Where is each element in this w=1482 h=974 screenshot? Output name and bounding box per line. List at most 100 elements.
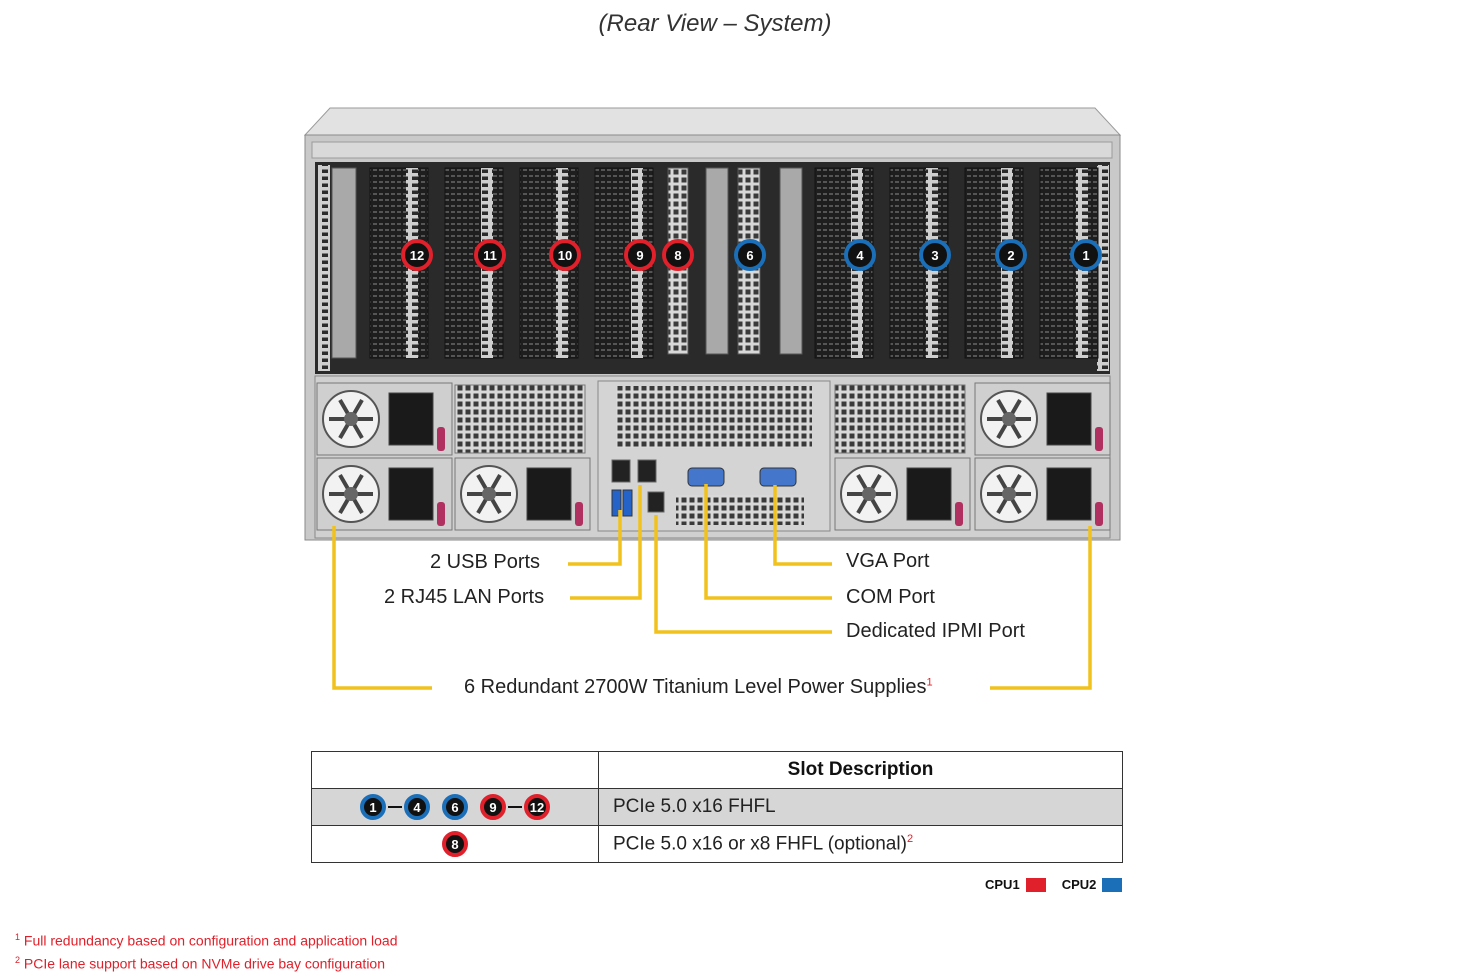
psu-footnote-mark: 1 [926,676,933,689]
slot-badge-ring [474,239,506,271]
slot-badge: 1 [360,794,386,820]
cpu2-swatch [1102,877,1123,892]
view-title: (Rear View – System) [598,10,832,37]
psu-fan-hub [862,487,876,501]
table-header: Slot Description [598,751,1123,789]
pcie-slot-brackets [331,167,1099,359]
psu-fan-hub [1002,487,1016,501]
vga-port-label: VGA Port [846,550,930,572]
psu-handle [1095,427,1103,451]
slot-description-table: Slot Description 1 4 6 9 12 PCIe 5.0 x16… [311,751,1123,863]
slot-badge-ring [662,239,694,271]
slot-badge-ring [995,239,1027,271]
psu-power-inlet [526,467,572,521]
psu-handle [575,502,583,526]
psu-power-inlet [388,392,434,446]
com-port-label: COM Port [846,586,935,608]
footnote-1: 1 Full redundancy based on configuration… [15,932,398,949]
lan-port-1 [611,459,631,483]
slot-badge-number: 2 [1007,248,1014,263]
vga-port [759,467,797,487]
slot-badge-number: 10 [558,248,572,263]
chassis-lid [303,107,1122,136]
power-supply-unit [454,457,591,531]
psu-power-inlet [388,467,434,521]
slot-badge-ring [919,239,951,271]
slot-badge-number: 11 [483,248,497,263]
psu-fan-hub [482,487,496,501]
cpu1-swatch [1025,877,1046,892]
lan-ports-label: 2 RJ45 LAN Ports [384,586,545,608]
footnotes: 1 Full redundancy based on configuration… [15,928,398,973]
power-supply-unit [834,457,971,531]
psu-handle [437,427,445,451]
io-vent [616,386,812,448]
slot-description: PCIe 5.0 x16 or x8 FHFL (optional)2 [598,825,1123,863]
table-header-blank [311,751,599,789]
slot-badge-ring [844,239,876,271]
slot-description: PCIe 5.0 x16 FHFL [598,788,1123,826]
usb-port-2 [622,489,633,517]
slot-badge-number: 8 [674,248,681,263]
slot-badge: 6 [442,794,468,820]
slot-badge-9: 9 [624,239,656,271]
usb-ports-label: 2 USB Ports [430,551,541,573]
slot-badge-8: 8 [662,239,694,271]
power-supply-unit [316,382,453,456]
psu-fan-hub [344,412,358,426]
psu-power-inlet [1046,467,1092,521]
slot-badge-3: 3 [919,239,951,271]
power-supply-unit [974,457,1111,531]
slot-badge-ring [734,239,766,271]
psu-power-inlet [1046,392,1092,446]
psu-power-inlet [906,467,952,521]
power-supplies [316,382,1111,531]
slot-badge-4: 4 [844,239,876,271]
slot-badge-ring [401,239,433,271]
blank-filler-plate [705,167,729,355]
slot-badge-12: 12 [401,239,433,271]
psu-vent-block [834,384,966,454]
slot-badge-11: 11 [474,239,506,271]
power-supply-unit [974,382,1111,456]
psu-vent-block [454,384,586,454]
psu-handle [437,502,445,526]
psu-fan-hub [344,487,358,501]
table-row: 1 4 6 9 12 PCIe 5.0 x16 FHFL [311,788,1123,826]
table-row: 8 PCIe 5.0 x16 or x8 FHFL (optional)2 [311,825,1123,863]
slot-badge-number: 4 [856,248,864,263]
slot-badge: 4 [404,794,430,820]
slot-badge-ring [1070,239,1102,271]
callout-lines [332,484,1092,690]
pcie-slot-badges: 12 11 10 9 8 6 4 3 2 1 [401,239,1102,271]
slot-badge-number: 6 [746,248,753,263]
psu-fan-hub [1002,412,1016,426]
blank-filler-plate [331,167,357,359]
power-supplies-label: 6 Redundant 2700W Titanium Level Power S… [464,676,933,698]
slot-badge-number: 3 [931,248,938,263]
slot-badge: 12 [524,794,550,820]
slot-badge-number: 9 [636,248,643,263]
slot-badge: 9 [480,794,506,820]
footnote-2: 2 PCIe lane support based on NVMe drive … [15,954,386,972]
com-port [687,467,725,487]
slot-badge-1: 1 [1070,239,1102,271]
psu-handle [1095,502,1103,526]
ipmi-port [647,491,665,513]
cpu1-legend-label: CPU1 [985,877,1020,892]
slot-badge-10: 10 [549,239,581,271]
slot-badge-number: 12 [410,248,424,263]
slot-badge-2: 2 [995,239,1027,271]
slot-range-badges: 1 4 6 9 12 [312,794,598,820]
slot-badge-ring [549,239,581,271]
blank-filler-plate [779,167,803,355]
usb-port-1 [611,489,622,517]
psu-handle [955,502,963,526]
slot-badge: 8 [442,831,468,857]
lan-port-2 [637,459,657,483]
slot-badge-6: 6 [734,239,766,271]
power-supply-unit [316,457,453,531]
cpu-legend: CPU1 CPU2 [985,877,1123,892]
slot-badge-number: 1 [1082,248,1089,263]
